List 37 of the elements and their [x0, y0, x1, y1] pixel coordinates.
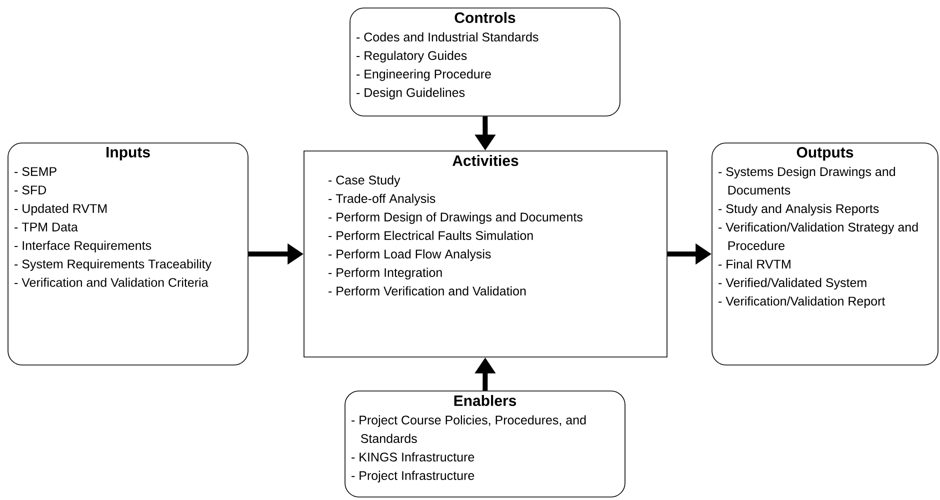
list-item: - Study and Analysis Reports [718, 204, 879, 216]
list-item: - KINGS Infrastructure [352, 452, 474, 462]
list-item: - Project Course Policies, Procedures, and Standards [352, 415, 586, 443]
list-item: - Interface Requirements [14, 240, 152, 252]
list-item: - Systems Design Drawings and Documents [718, 166, 895, 195]
list-item: - Perform Design of Drawings and Documents [328, 212, 582, 224]
list-item: - Final RVTM [718, 259, 790, 269]
rounded-box [712, 142, 938, 366]
list-item: - Verification and Validation Criteria [14, 278, 208, 287]
rounded-box [350, 8, 620, 116]
list-item: - Perform Integration [328, 268, 442, 280]
box-heading: Outputs [796, 147, 854, 161]
list-item: - Project Infrastructure [352, 470, 474, 482]
box-heading: Activities [452, 155, 518, 166]
list-item: - Trade-off Analysis [328, 194, 436, 206]
list-item: - Verification/Validation Report [718, 296, 886, 308]
box-heading: Enablers [454, 395, 516, 406]
box-heading: Inputs [106, 147, 150, 160]
list-item: - Updated RVTM [14, 204, 107, 216]
list-item: - Perform Electrical Faults Simulation [328, 230, 533, 240]
process-box [304, 150, 668, 358]
list-item: - Verification/Validation Strategy and Procedure [718, 222, 918, 250]
list-item: - System Requirements Traceability [14, 259, 212, 271]
list-item: - Codes and Industrial Standards [356, 32, 538, 42]
list-item: - Design Guidelines [356, 88, 465, 100]
list-item: - Regulatory Guides [356, 50, 467, 62]
list-item: - Engineering Procedure [356, 69, 491, 81]
list-item: - Case Study [328, 175, 400, 187]
box-heading: Controls [454, 12, 516, 23]
rounded-box [344, 390, 626, 498]
list-item: - Perform Load Flow Analysis [328, 249, 491, 261]
rounded-box [8, 142, 248, 366]
list-item: - SEMP [14, 167, 56, 176]
list-item: - SFD [14, 186, 46, 194]
list-item: - TPM Data [14, 222, 78, 232]
list-item: - Perform Verification and Validation [328, 286, 526, 296]
list-item: - Verified/Validated System [718, 278, 866, 290]
